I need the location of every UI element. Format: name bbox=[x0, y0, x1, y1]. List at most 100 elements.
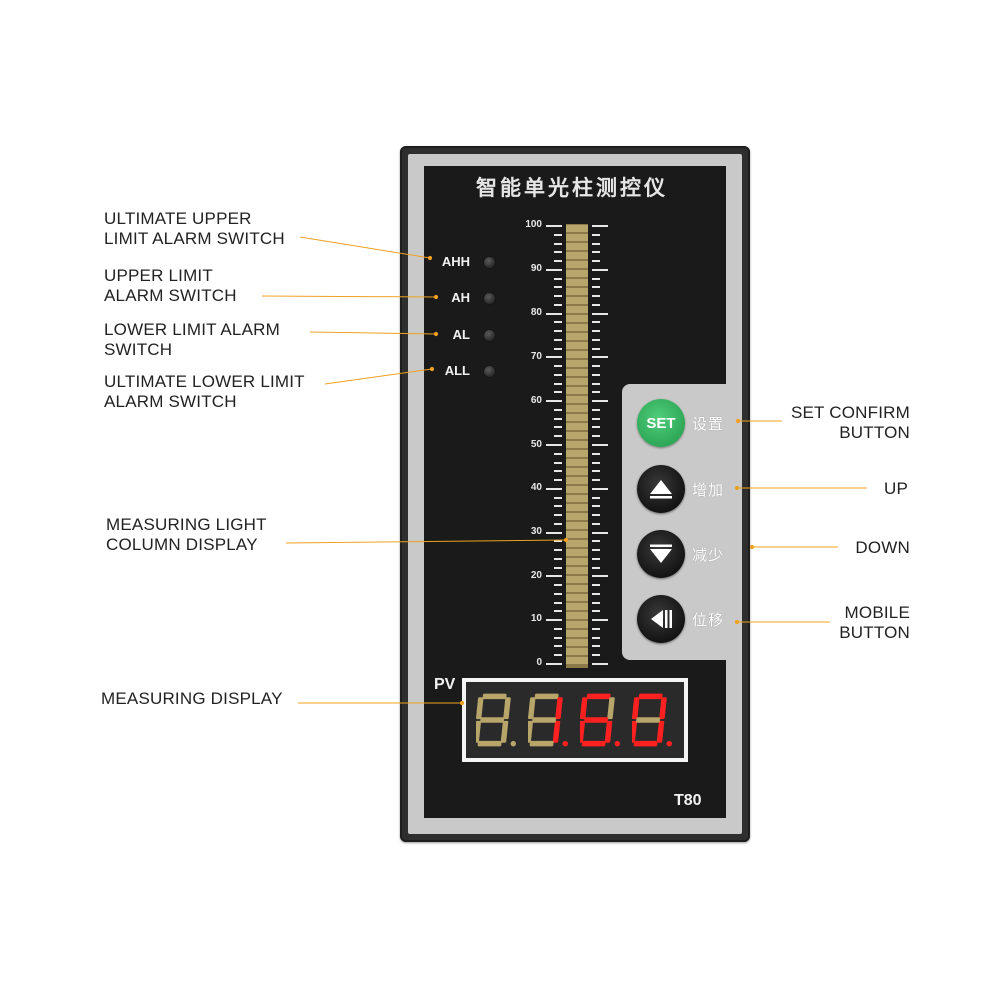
minor-tick-right bbox=[592, 426, 600, 429]
minor-tick-left bbox=[554, 426, 562, 429]
bar-segment bbox=[566, 378, 588, 385]
major-tick-right bbox=[592, 312, 608, 315]
display-digit bbox=[580, 693, 620, 747]
scale-label: 100 bbox=[525, 219, 542, 230]
callout-line: LOWER LIMIT ALARM bbox=[104, 320, 280, 339]
minor-tick-left bbox=[554, 382, 562, 385]
digit-segment bbox=[503, 697, 511, 720]
minor-tick-left bbox=[554, 549, 562, 552]
minor-tick-left bbox=[554, 408, 562, 411]
major-tick-right bbox=[592, 356, 608, 359]
callout-ultimate-upper-limit: ULTIMATE UPPER LIMIT ALARM SWITCH bbox=[104, 209, 285, 249]
minor-tick-right bbox=[592, 636, 600, 639]
minor-tick-left bbox=[554, 303, 562, 306]
minor-tick-right bbox=[592, 627, 600, 630]
minor-tick-left bbox=[554, 601, 562, 604]
minor-tick-right bbox=[592, 654, 600, 657]
shift-button[interactable] bbox=[637, 595, 685, 643]
digit-segment bbox=[555, 697, 563, 720]
alarm-label: AHH bbox=[441, 254, 470, 269]
callout-up: UP bbox=[830, 479, 908, 499]
bar-segment bbox=[566, 279, 588, 286]
minor-tick-right bbox=[592, 566, 600, 569]
minor-tick-right bbox=[592, 479, 600, 482]
bar-segment bbox=[566, 288, 588, 295]
minor-tick-right bbox=[592, 408, 600, 411]
minor-tick-right bbox=[592, 645, 600, 648]
minor-tick-left bbox=[554, 277, 562, 280]
major-tick-left bbox=[546, 444, 562, 446]
digit-segment bbox=[476, 697, 484, 720]
minor-tick-left bbox=[554, 295, 562, 298]
bar-segment bbox=[566, 567, 588, 574]
minor-tick-left bbox=[554, 251, 562, 254]
shift-left-icon bbox=[651, 610, 672, 628]
major-tick-left bbox=[546, 487, 562, 490]
set-button[interactable]: SET bbox=[637, 399, 685, 447]
minor-tick-left bbox=[554, 592, 562, 595]
down-button[interactable] bbox=[637, 530, 685, 578]
bar-segment bbox=[566, 324, 588, 331]
bar-segment bbox=[566, 468, 588, 475]
bar-segment bbox=[566, 486, 588, 493]
major-tick-right bbox=[592, 487, 608, 490]
bar-segment bbox=[566, 297, 588, 304]
up-key-label: 增加 bbox=[692, 481, 725, 499]
minor-tick-left bbox=[554, 654, 562, 657]
minor-tick-left bbox=[554, 496, 562, 499]
callout-measuring-light-column: MEASURING LIGHT COLUMN DISPLAY bbox=[106, 515, 267, 555]
digit-segment bbox=[529, 740, 554, 747]
pv-label: PV bbox=[434, 676, 456, 693]
minor-tick-right bbox=[592, 452, 600, 455]
bar-segment bbox=[566, 369, 588, 376]
minor-tick-left bbox=[554, 242, 562, 245]
alarm-led-icon bbox=[484, 293, 495, 304]
callout-mobile-button: MOBILE BUTTON bbox=[800, 603, 910, 643]
bar-segment bbox=[566, 585, 588, 592]
minor-tick-left bbox=[554, 365, 562, 368]
minor-tick-right bbox=[592, 365, 600, 368]
alarm-indicator-all: ALL bbox=[428, 361, 498, 381]
minor-tick-left bbox=[554, 522, 562, 525]
callout-line: ULTIMATE LOWER LIMIT bbox=[104, 372, 305, 391]
callout-line: BUTTON bbox=[839, 623, 910, 642]
bar-segment bbox=[566, 603, 588, 610]
scale-label: 40 bbox=[530, 482, 542, 493]
minor-tick-right bbox=[592, 391, 600, 394]
major-tick-left bbox=[546, 356, 562, 359]
bar-segment bbox=[566, 306, 588, 313]
bar-segment bbox=[566, 477, 588, 484]
minor-tick-left bbox=[554, 514, 562, 517]
bar-segment bbox=[566, 450, 588, 457]
minor-tick-right bbox=[592, 382, 600, 385]
major-tick-right bbox=[592, 575, 608, 578]
up-button[interactable] bbox=[637, 465, 685, 513]
bar-segment bbox=[566, 261, 588, 268]
callout-line: MOBILE bbox=[844, 603, 910, 622]
minor-tick-right bbox=[592, 277, 600, 280]
callout-line: SET CONFIRM bbox=[790, 403, 910, 422]
callout-upper-limit: UPPER LIMIT ALARM SWITCH bbox=[104, 266, 237, 306]
digit-segment bbox=[482, 693, 507, 700]
minor-tick-left bbox=[554, 260, 562, 263]
minor-tick-right bbox=[592, 295, 600, 298]
down-triangle-icon bbox=[650, 544, 672, 563]
alarm-indicator-ahh: AHH bbox=[428, 252, 498, 272]
digit-segment bbox=[607, 697, 615, 720]
bar-segment bbox=[566, 423, 588, 430]
digit-segment bbox=[638, 693, 663, 700]
minor-tick-right bbox=[592, 522, 600, 525]
major-tick-right bbox=[592, 400, 608, 403]
minor-tick-left bbox=[554, 452, 562, 455]
digit-segment bbox=[633, 740, 658, 747]
major-tick-right bbox=[592, 268, 608, 271]
digit-segment bbox=[632, 720, 637, 743]
bar-segment bbox=[566, 234, 588, 241]
major-tick-left bbox=[546, 575, 562, 578]
scale-label: 30 bbox=[530, 526, 542, 537]
measuring-display bbox=[462, 678, 688, 762]
bar-segment bbox=[566, 243, 588, 250]
callout-line: LIMIT ALARM SWITCH bbox=[104, 229, 285, 248]
minor-tick-left bbox=[554, 286, 562, 289]
bar-segment bbox=[566, 558, 588, 565]
